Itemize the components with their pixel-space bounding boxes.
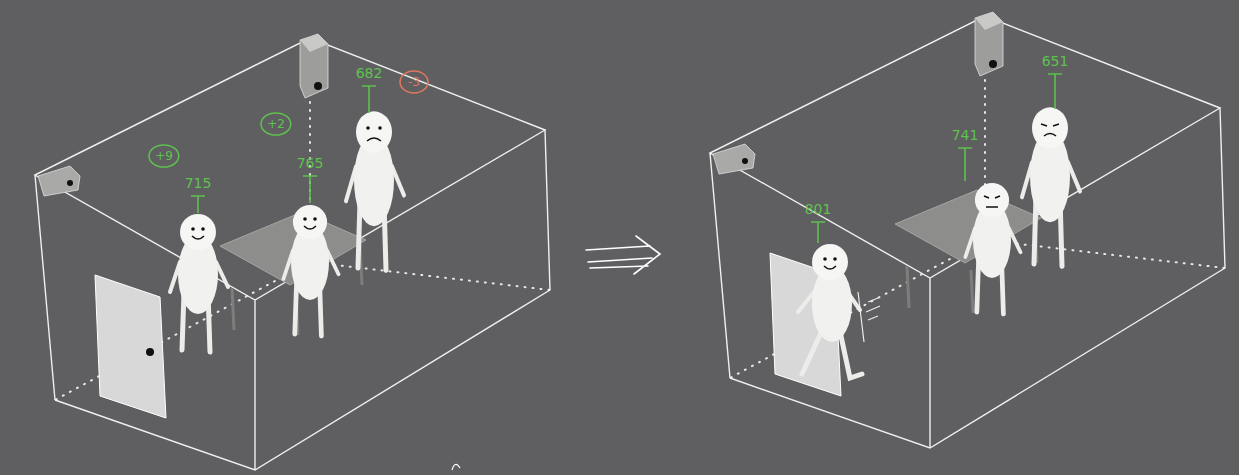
score-number: 741 bbox=[952, 128, 979, 142]
score-number: 651 bbox=[1042, 54, 1069, 68]
delta-circle: +2 bbox=[260, 112, 292, 136]
score-number: 801 bbox=[805, 202, 832, 216]
score-number: 765 bbox=[297, 156, 324, 170]
delta-value: -3 bbox=[408, 76, 420, 88]
delta-circle: +9 bbox=[148, 144, 180, 168]
score-number: 715 bbox=[185, 176, 212, 190]
delta-circle: -3 bbox=[399, 70, 429, 94]
delta-value: +9 bbox=[155, 150, 173, 162]
delta-value: +2 bbox=[267, 118, 285, 130]
score-number: 682 bbox=[356, 66, 383, 80]
